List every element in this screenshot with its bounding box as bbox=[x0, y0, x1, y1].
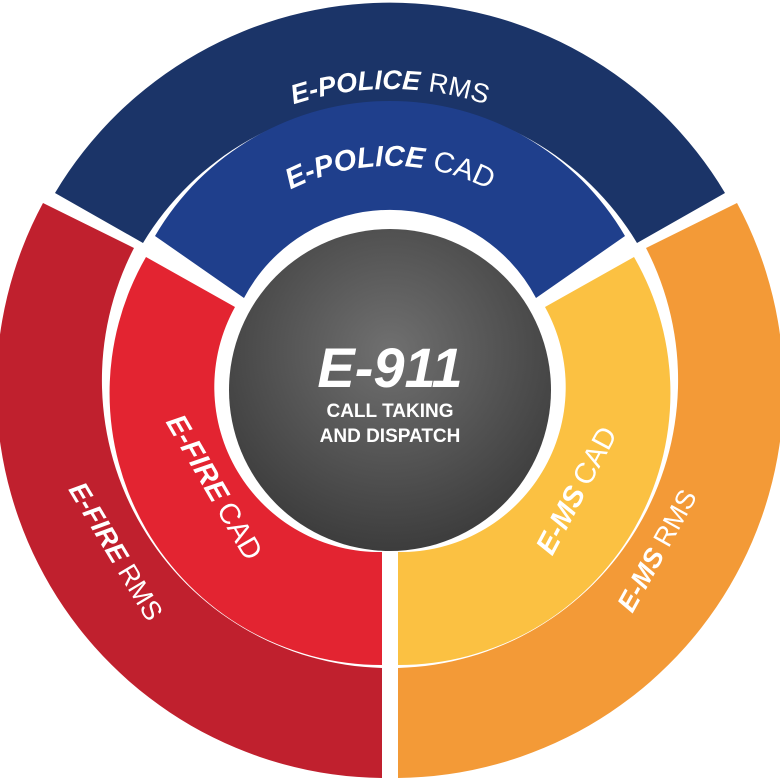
center-brand: E-911 bbox=[317, 336, 462, 399]
ms-cad-segment[interactable] bbox=[398, 257, 671, 666]
police-cad-segment[interactable] bbox=[155, 100, 625, 298]
police-rms-segment[interactable] bbox=[55, 2, 725, 243]
center-hub[interactable] bbox=[229, 229, 551, 551]
fire-rms-segment[interactable] bbox=[0, 203, 382, 778]
center-subtitle-line2: AND DISPATCH bbox=[320, 426, 461, 447]
fire-cad-segment[interactable] bbox=[109, 257, 383, 666]
center-subtitle-line1: CALL TAKING bbox=[326, 401, 453, 422]
ms-rms-segment[interactable] bbox=[398, 203, 780, 778]
